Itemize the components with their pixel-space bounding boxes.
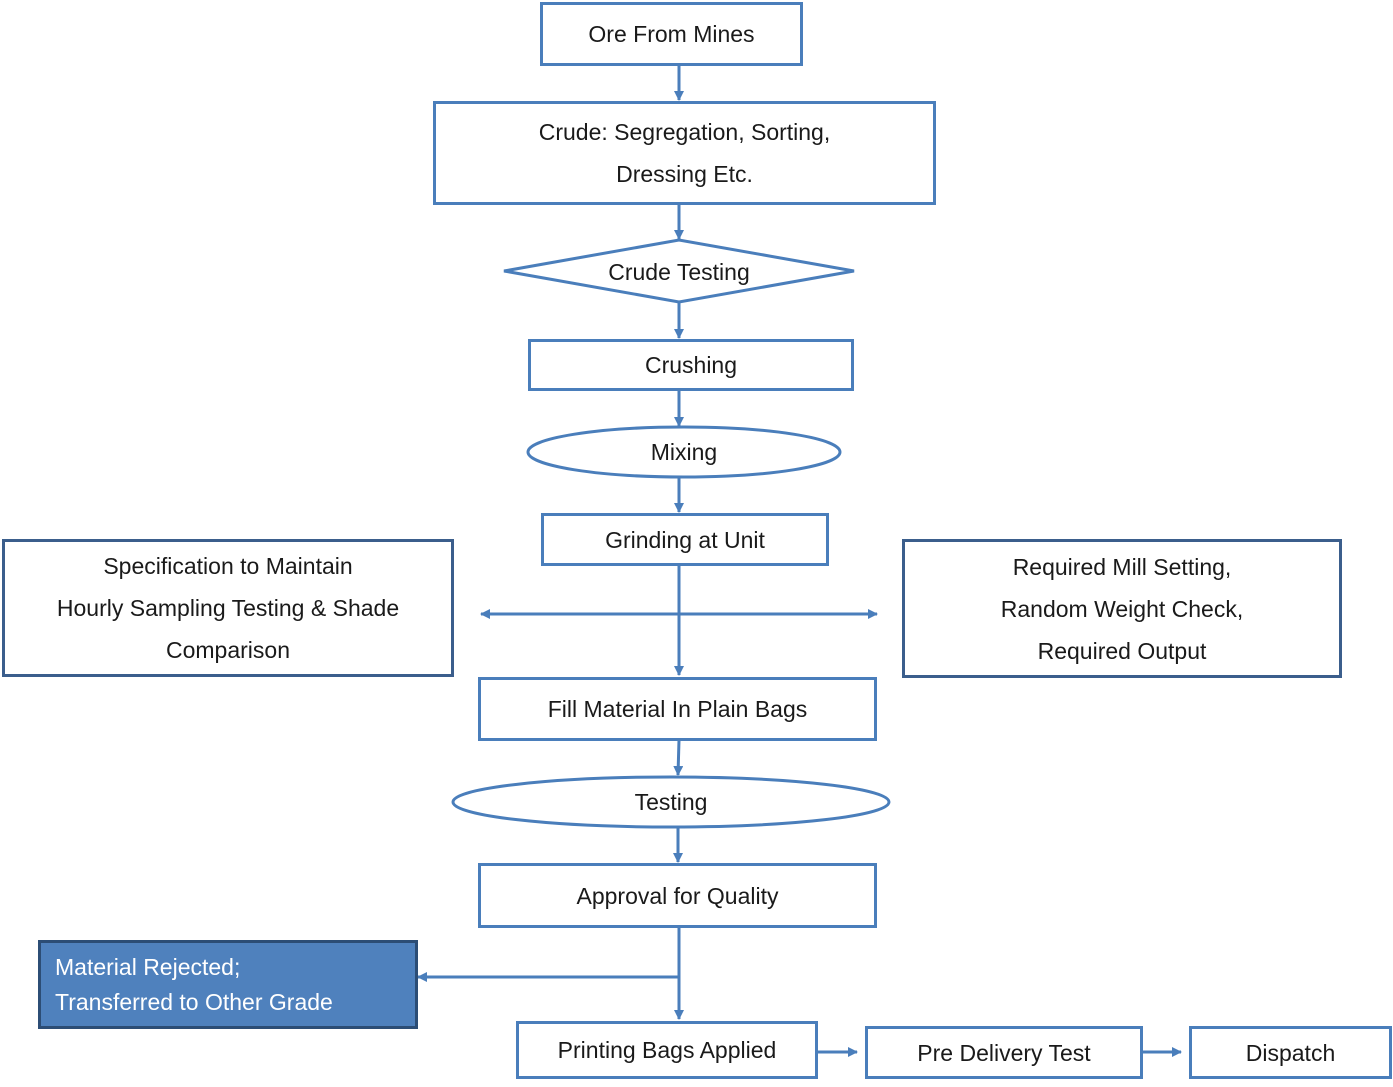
printing-bags-label: Printing Bags Applied <box>557 1037 777 1063</box>
fill-material-label: Fill Material In Plain Bags <box>547 696 808 722</box>
approval-label: Approval for Quality <box>576 882 779 909</box>
pre-delivery-label: Pre Delivery Test <box>917 1039 1091 1066</box>
crude-testing-diamond <box>503 238 855 304</box>
testing-label: Testing <box>634 788 708 815</box>
grinding-box: Grinding at Unit <box>541 513 829 566</box>
mill-setting-label: Required Mill Setting, Random Weight Che… <box>1000 553 1244 664</box>
mixing-ellipse <box>526 425 842 479</box>
material-rejected-box: Material Rejected; Transferred to Other … <box>38 940 418 1029</box>
dispatch-label: Dispatch <box>1245 1039 1336 1066</box>
printing-bags-box: Printing Bags Applied <box>516 1021 818 1079</box>
dispatch-box: Dispatch <box>1189 1026 1392 1079</box>
crushing-box: Crushing <box>528 339 854 391</box>
material-rejected-label: Material Rejected; Transferred to Other … <box>55 953 333 1015</box>
crude-testing-label: Crude Testing <box>608 258 750 285</box>
ore-from-mines-label: Ore From Mines <box>588 21 755 47</box>
crushing-label: Crushing <box>644 352 738 378</box>
pre-delivery-box: Pre Delivery Test <box>865 1026 1143 1079</box>
arrow-fill-to-testing <box>673 739 684 776</box>
mill-setting-box: Required Mill Setting, Random Weight Che… <box>902 539 1342 678</box>
testing-ellipse <box>451 775 891 829</box>
approval-box: Approval for Quality <box>478 863 877 928</box>
mixing-label: Mixing <box>650 438 718 465</box>
specification-box: Specification to Maintain Hourly Samplin… <box>2 539 454 677</box>
crude-segregation-label: Crude: Segregation, Sorting, Dressing Et… <box>538 119 831 187</box>
ore-from-mines-box: Ore From Mines <box>540 2 803 66</box>
grinding-label: Grinding at Unit <box>605 526 765 553</box>
fill-material-box: Fill Material In Plain Bags <box>478 677 877 741</box>
crude-segregation-box: Crude: Segregation, Sorting, Dressing Et… <box>433 101 936 205</box>
specification-label: Specification to Maintain Hourly Samplin… <box>56 553 400 663</box>
